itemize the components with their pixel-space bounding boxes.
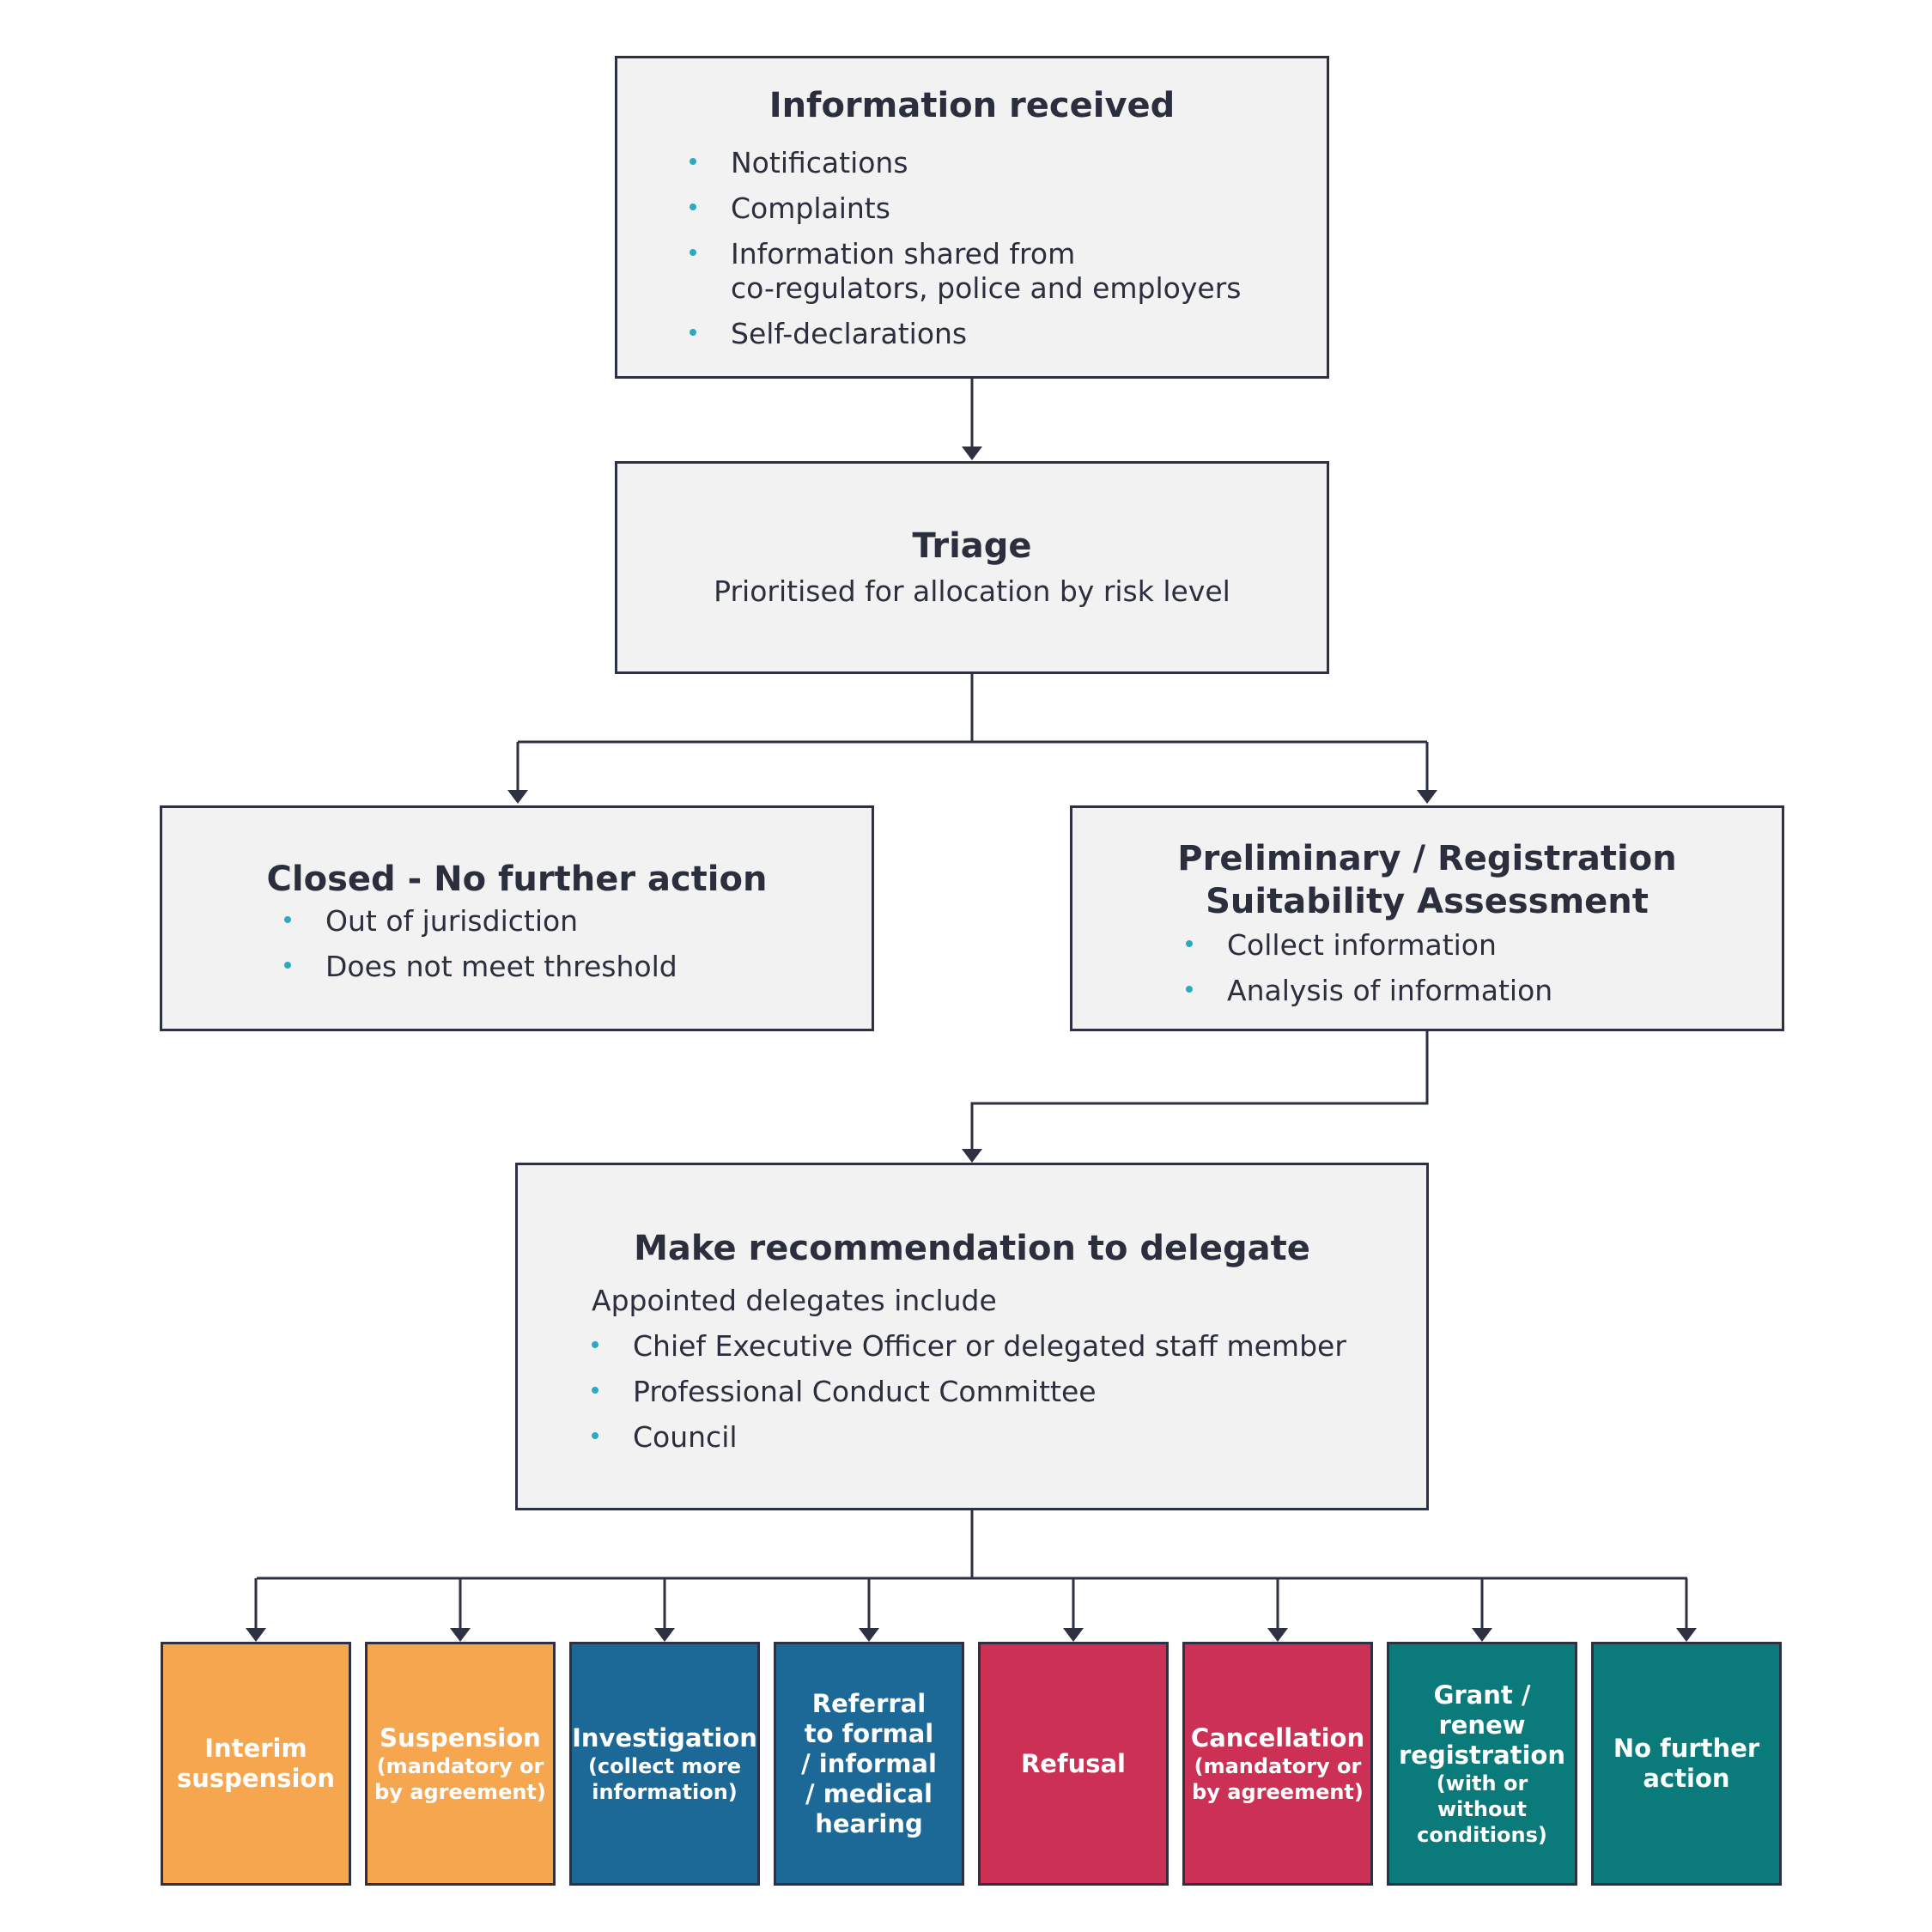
outcome-grant-renew-registration: Grant / renew registration (with or with… — [1387, 1642, 1577, 1886]
list-item: Analysis of information — [1186, 974, 1782, 1008]
information-received-title: Information received — [769, 86, 1176, 125]
list-item: Notifications — [690, 146, 1327, 180]
bullet-icon — [1186, 940, 1193, 947]
preliminary-title-line1: Preliminary / Registration — [1177, 839, 1677, 878]
triage-subtitle: Prioritised for allocation by risk level — [714, 574, 1230, 608]
recommendation-list-block: Appointed delegates include Chief Execut… — [592, 1284, 1426, 1455]
outcome-arrows — [246, 1578, 1697, 1642]
bullet-icon — [284, 916, 291, 923]
list-item: Complaints — [690, 191, 1327, 226]
outcome-arrowhead — [1267, 1628, 1288, 1642]
bullet-icon — [690, 158, 696, 165]
arrowhead-closed — [507, 790, 528, 804]
recommendation-box: Make recommendation to delegate Appointe… — [515, 1163, 1429, 1510]
list-item: Chief Executive Officer or delegated sta… — [592, 1329, 1426, 1364]
outcome-branch-bus — [257, 1510, 1687, 1580]
outcome-arrowhead — [859, 1628, 879, 1642]
recommendation-intro: Appointed delegates include — [592, 1284, 997, 1317]
bullet-icon — [690, 204, 696, 210]
bullet-icon — [592, 1387, 598, 1394]
list-item: Council — [592, 1420, 1426, 1455]
outcome-suspension: Suspension (mandatory or by agreement) — [365, 1642, 556, 1886]
arrowhead-recommendation — [962, 1149, 982, 1163]
outcome-arrowhead — [450, 1628, 471, 1642]
bullet-icon — [690, 249, 696, 256]
triage-box: Triage Prioritised for allocation by ris… — [615, 461, 1329, 674]
closed-box: Closed - No further action Out of jurisd… — [160, 805, 874, 1031]
preliminary-assessment-box: Preliminary / Registration Suitability A… — [1070, 805, 1784, 1031]
outcome-investigation: Investigation (collect more information) — [569, 1642, 760, 1886]
outcome-arrowhead — [1676, 1628, 1697, 1642]
arrow-triage-split — [518, 673, 1427, 744]
bullet-icon — [284, 962, 291, 969]
arrowhead-triage — [962, 447, 982, 460]
outcome-referral-to-hearing: Referral to formal / informal / medical … — [774, 1642, 964, 1886]
outcome-no-further-action: No further action — [1591, 1642, 1782, 1886]
bullet-icon — [1186, 986, 1193, 993]
recommendation-title: Make recommendation to delegate — [634, 1229, 1310, 1268]
information-received-box: Information received Notifications Compl… — [615, 56, 1329, 379]
outcome-arrowhead — [1063, 1628, 1084, 1642]
list-item: Collect information — [1186, 928, 1782, 963]
recommendation-list: Chief Executive Officer or delegated sta… — [592, 1329, 1426, 1455]
bullet-icon — [592, 1341, 598, 1348]
outcome-arrowhead — [1472, 1628, 1492, 1642]
preliminary-title-line2: Suitability Assessment — [1206, 882, 1649, 921]
list-item: Professional Conduct Committee — [592, 1375, 1426, 1409]
bullet-icon — [592, 1432, 598, 1439]
triage-title: Triage — [912, 526, 1032, 566]
closed-title: Closed - No further action — [266, 860, 768, 899]
closed-list: Out of jurisdiction Does not meet thresh… — [284, 904, 872, 984]
outcome-arrowhead — [654, 1628, 675, 1642]
list-item: Does not meet threshold — [284, 950, 872, 984]
preliminary-list: Collect information Analysis of informat… — [1186, 928, 1782, 1008]
list-item: Self-declarations — [690, 317, 1327, 351]
outcome-refusal: Refusal — [978, 1642, 1169, 1886]
bullet-icon — [690, 329, 696, 336]
information-received-list: Notifications Complaints Information sha… — [690, 146, 1327, 351]
list-item: Information shared from co-regulators, p… — [690, 237, 1327, 306]
arrowhead-preliminary — [1417, 790, 1437, 804]
outcome-cancellation: Cancellation (mandatory or by agreement) — [1182, 1642, 1373, 1886]
outcome-arrowhead — [246, 1628, 266, 1642]
outcome-interim-suspension: Interim suspension — [161, 1642, 351, 1886]
arrow-preliminary-to-recommendation — [970, 1030, 1429, 1155]
list-item: Out of jurisdiction — [284, 904, 872, 939]
